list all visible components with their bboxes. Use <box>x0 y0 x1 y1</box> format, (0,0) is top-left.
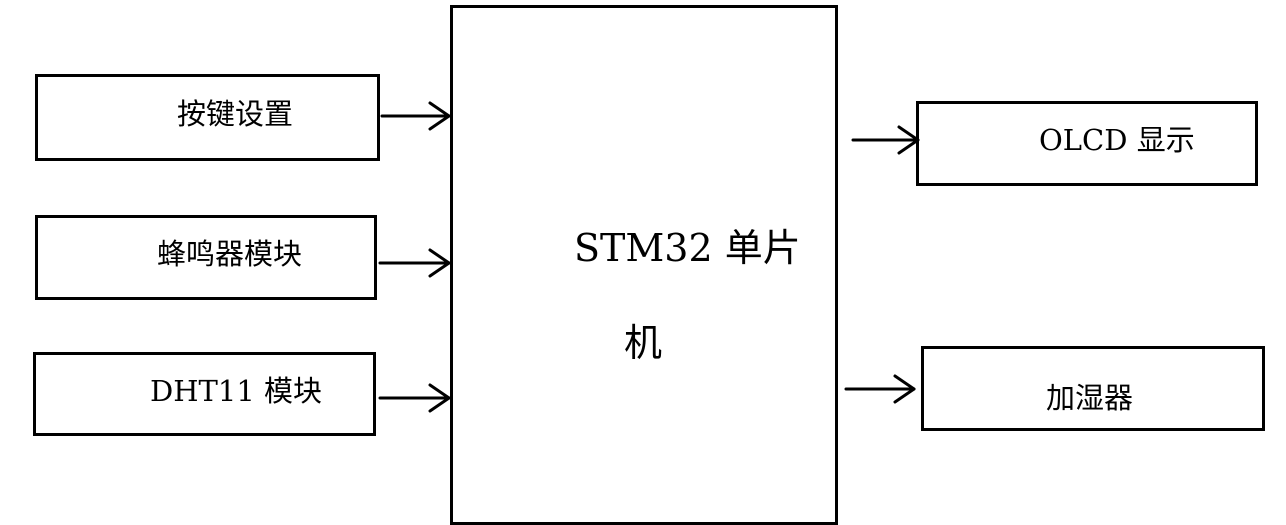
buzzer-module-block <box>35 215 377 300</box>
dht11-module-block <box>33 352 376 436</box>
arrow-keys-to-mcu <box>380 101 451 131</box>
stm32-mcu-label-line1: STM32 单片 <box>574 226 801 270</box>
humidifier-block <box>921 346 1265 431</box>
system-block-diagram: 按键设置 蜂鸣器模块 DHT11 模块 STM32 单片 机 OLCD 显示 加… <box>33 5 1265 525</box>
arrow-buzzer-to-mcu <box>378 248 451 278</box>
dht11-module-label: DHT11 模块 <box>150 374 323 408</box>
humidifier-label: 加湿器 <box>1046 381 1134 415</box>
connection-arrows <box>378 101 920 413</box>
stm32-mcu-label-line2: 机 <box>624 321 663 365</box>
arrow-mcu-to-olcd <box>851 125 920 155</box>
key-settings-block <box>35 74 380 161</box>
key-settings-label: 按键设置 <box>177 97 294 131</box>
arrow-dht11-to-mcu <box>378 383 451 413</box>
olcd-display-block <box>916 101 1258 186</box>
stm32-mcu-block <box>450 5 838 525</box>
olcd-display-label: OLCD 显示 <box>1039 123 1195 157</box>
arrow-mcu-to-humidifier <box>844 374 916 404</box>
buzzer-module-label: 蜂鸣器模块 <box>157 237 303 271</box>
